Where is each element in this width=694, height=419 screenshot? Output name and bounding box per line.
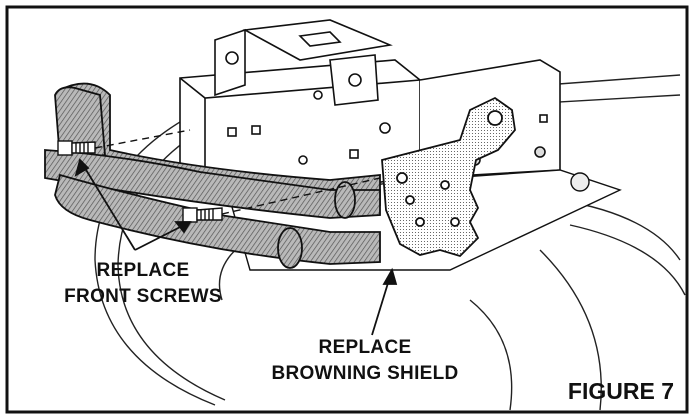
callout-replace-browning-shield: REPLACE BROWNING SHIELD xyxy=(250,335,480,387)
shield-leader-arrow xyxy=(371,267,398,336)
callout-shield-line1: REPLACE xyxy=(318,337,412,358)
front-screw-lower xyxy=(182,207,223,223)
top-mounting-bracket xyxy=(214,19,393,106)
front-screw-upper xyxy=(57,140,96,156)
figure-label: FIGURE 7 xyxy=(567,378,674,404)
figure-frame xyxy=(5,5,689,414)
screw-alignment-lines xyxy=(94,129,381,215)
callout-screws-line1: REPLACE xyxy=(96,260,190,281)
callout-shield-line2: BROWNING SHIELD xyxy=(271,363,459,384)
callout-screws-line2: FRONT SCREWS xyxy=(64,286,222,307)
screws-leader-arrows xyxy=(74,158,192,251)
callout-replace-front-screws: REPLACE FRONT SCREWS xyxy=(28,258,258,310)
browning-shield xyxy=(381,96,516,258)
